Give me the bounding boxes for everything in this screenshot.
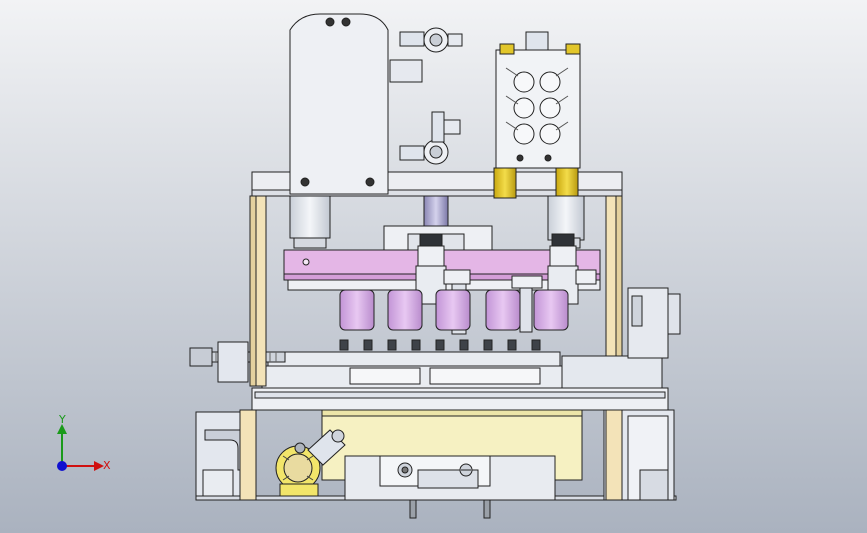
z-axis-dot <box>57 461 67 471</box>
suction-cylinders <box>339 289 569 331</box>
axis-triad <box>57 424 104 471</box>
slide-rail-assembly <box>189 339 669 411</box>
purple-cylinder <box>485 289 521 331</box>
lower-rail-plate <box>251 387 669 411</box>
x-axis-label: X <box>103 459 111 472</box>
y-axis-label: Y <box>59 413 66 426</box>
manifold-ports <box>513 71 561 145</box>
left-piston-rod <box>289 195 331 239</box>
gear-fitting <box>294 429 346 466</box>
left-cylinder-block <box>289 13 389 249</box>
air-fittings <box>389 27 463 165</box>
right-side-block <box>627 287 681 359</box>
right-cream-post-lower <box>605 409 623 501</box>
right-slide-block <box>561 355 663 389</box>
valve-manifold <box>493 31 581 199</box>
purple-cylinder <box>339 289 375 331</box>
brass-fitting-right <box>555 167 579 199</box>
bolt-row <box>339 339 541 351</box>
purple-cylinder <box>387 289 423 331</box>
rotary-gear <box>275 445 321 497</box>
purple-cylinder <box>435 289 471 331</box>
brass-fitting-left <box>493 167 517 199</box>
adjuster-nut <box>189 347 213 367</box>
left-cream-post-lower <box>239 409 257 501</box>
purple-cylinder <box>533 289 569 331</box>
base-assembly <box>195 409 677 519</box>
